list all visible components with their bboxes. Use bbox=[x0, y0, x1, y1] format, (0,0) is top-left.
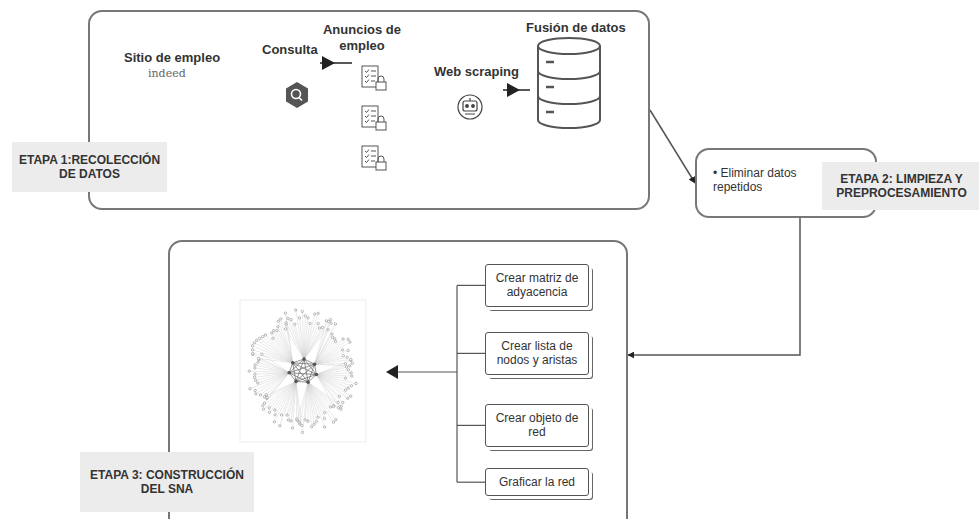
flow-connector bbox=[628, 218, 800, 355]
node-text: Web scraping bbox=[434, 64, 519, 80]
scraping-arrow bbox=[503, 83, 530, 97]
edge-layer bbox=[628, 110, 800, 355]
stage-frame: ETAPA 1:RECOLECCIÓN DE DATOSSitio de emp… bbox=[88, 10, 650, 210]
node-text: Fusión de datos bbox=[526, 20, 626, 36]
step-text: Crear objeto de red bbox=[491, 411, 583, 440]
process-box: Crear lista de nodos y aristas bbox=[485, 332, 589, 375]
network-illustration bbox=[248, 309, 357, 434]
node-text: Consulta bbox=[262, 42, 318, 58]
job-ad-icons bbox=[362, 66, 386, 170]
database-icon bbox=[538, 38, 600, 128]
node-text: Sitio de empleo bbox=[124, 50, 220, 66]
node-text: • Eliminar datos repetidos bbox=[713, 166, 813, 195]
process-box: Crear objeto de red bbox=[485, 404, 589, 447]
stage-label: ETAPA 3: CONSTRUCCIÓN DEL SNA bbox=[80, 452, 254, 512]
node-text: Anuncios de empleo bbox=[307, 22, 417, 53]
step-text: Crear lista de nodos y aristas bbox=[491, 339, 583, 368]
search-icon bbox=[286, 82, 308, 108]
process-box: Crear matriz de adyacencia bbox=[485, 264, 589, 307]
step-text: Crear matriz de adyacencia bbox=[491, 271, 583, 300]
stage-frame: ETAPA 3: CONSTRUCCIÓN DEL SNACrear matri… bbox=[168, 240, 628, 519]
flow-connector bbox=[650, 110, 695, 183]
stage-frame: ETAPA 2: LIMPIEZA Y PREPROCESAMIENTO• El… bbox=[695, 148, 877, 218]
network-figure-frame bbox=[240, 300, 366, 442]
scraper-icon bbox=[458, 95, 482, 119]
stage-label: ETAPA 1:RECOLECCIÓN DE DATOS bbox=[12, 142, 167, 192]
node-text: indeed bbox=[148, 67, 186, 80]
query-arrow bbox=[320, 56, 352, 70]
stage-label: ETAPA 2: LIMPIEZA Y PREPROCESAMIENTO bbox=[822, 162, 979, 210]
step-text: Graficar la red bbox=[491, 475, 583, 489]
process-box: Graficar la red bbox=[485, 468, 589, 496]
step-bracket bbox=[386, 285, 485, 482]
